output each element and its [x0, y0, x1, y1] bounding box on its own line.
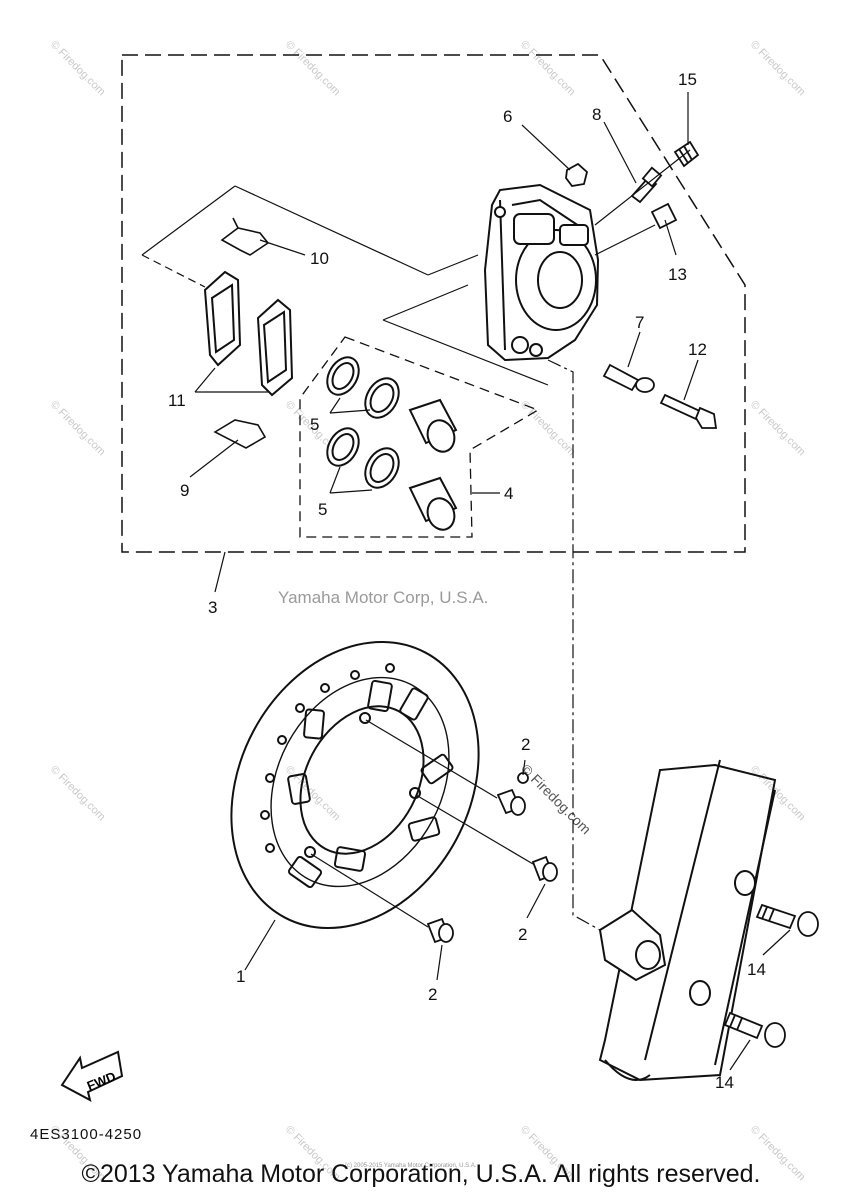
alignment-centerline	[547, 359, 601, 931]
disc-bolts-part-2	[426, 772, 558, 944]
pin-part-7	[602, 363, 655, 393]
watermark-firedog: © Firedog.com	[518, 761, 594, 837]
callout-10: 10	[310, 249, 329, 268]
watermark-firedog: © Firedog.com	[283, 39, 343, 99]
watermark-firedog: © Firedog.com	[748, 764, 808, 824]
firedog-watermarks: © Firedog.com © Firedog.com © Firedog.co…	[48, 39, 808, 1184]
callout-2: 2	[428, 985, 437, 1004]
bolt-part-12	[659, 393, 718, 429]
disc-bolt-leaders	[310, 719, 534, 928]
watermark-firedog: © Firedog.com	[748, 399, 808, 459]
callout-14: 14	[715, 1073, 734, 1092]
watermark-firedog: © Firedog.com	[748, 39, 808, 99]
diagram-part-code: 4ES3100-4250	[30, 1126, 143, 1143]
watermark-firedog: © Firedog.com	[48, 764, 108, 824]
piston-seals-part-5	[326, 356, 400, 489]
pistons	[408, 398, 458, 531]
brake-caliper-body	[483, 183, 600, 362]
brake-pads-part-11	[203, 270, 294, 397]
callout-13: 13	[668, 265, 687, 284]
callout-2: 2	[518, 925, 527, 944]
brake-disc-part-1	[230, 640, 480, 930]
pad-spring-part-10	[220, 217, 270, 256]
callout-5: 5	[318, 500, 327, 519]
callout-2: 2	[521, 735, 530, 754]
forward-direction-arrow: FWD	[60, 1050, 124, 1102]
cap-part-13	[650, 202, 678, 230]
watermark-firedog: © Firedog.com	[48, 39, 108, 99]
bleed-screw-part-8	[630, 166, 663, 204]
callout-8: 8	[592, 105, 601, 124]
copyright-notice: ©2013 Yamaha Motor Corporation, U.S.A. A…	[81, 1160, 761, 1188]
cap-part-15	[673, 140, 700, 168]
callout-leaders	[189, 92, 791, 1071]
watermark-firedog: © Firedog.com	[48, 399, 108, 459]
callout-1: 1	[236, 967, 245, 986]
front-fork-leg	[598, 759, 777, 1082]
callout-3: 3	[208, 598, 217, 617]
watermark-firedog: © Firedog.com	[518, 399, 578, 459]
callout-12: 12	[688, 340, 707, 359]
callout-14: 14	[747, 960, 766, 979]
seal-kit-boundary	[299, 336, 540, 538]
callout-6: 6	[503, 107, 512, 126]
caliper-assembly-boundary	[121, 54, 746, 553]
pad-spring-part-9	[213, 419, 267, 449]
watermark-firedog: © Firedog.com	[283, 764, 343, 824]
watermark-firedog: © Firedog.com	[518, 39, 578, 99]
callout-7: 7	[635, 313, 644, 332]
callout-numbers: 1 2 2 2 3 4 5 5 6 7 8 9 10 11 12 13 14 1…	[168, 70, 766, 1092]
tiny-notice: (c) 2005-2015 Yamaha Motor Corporation, …	[345, 1163, 477, 1169]
nut-part-6	[565, 162, 589, 187]
mounting-bolts-part-14	[723, 903, 819, 1048]
callout-15: 15	[678, 70, 697, 89]
callout-9: 9	[180, 481, 189, 500]
callout-5: 5	[310, 415, 319, 434]
watermark-yamaha: Yamaha Motor Corp, U.S.A.	[278, 588, 488, 607]
callout-4: 4	[504, 484, 513, 503]
callout-11: 11	[168, 391, 186, 410]
pad-group-lines	[141, 185, 549, 386]
